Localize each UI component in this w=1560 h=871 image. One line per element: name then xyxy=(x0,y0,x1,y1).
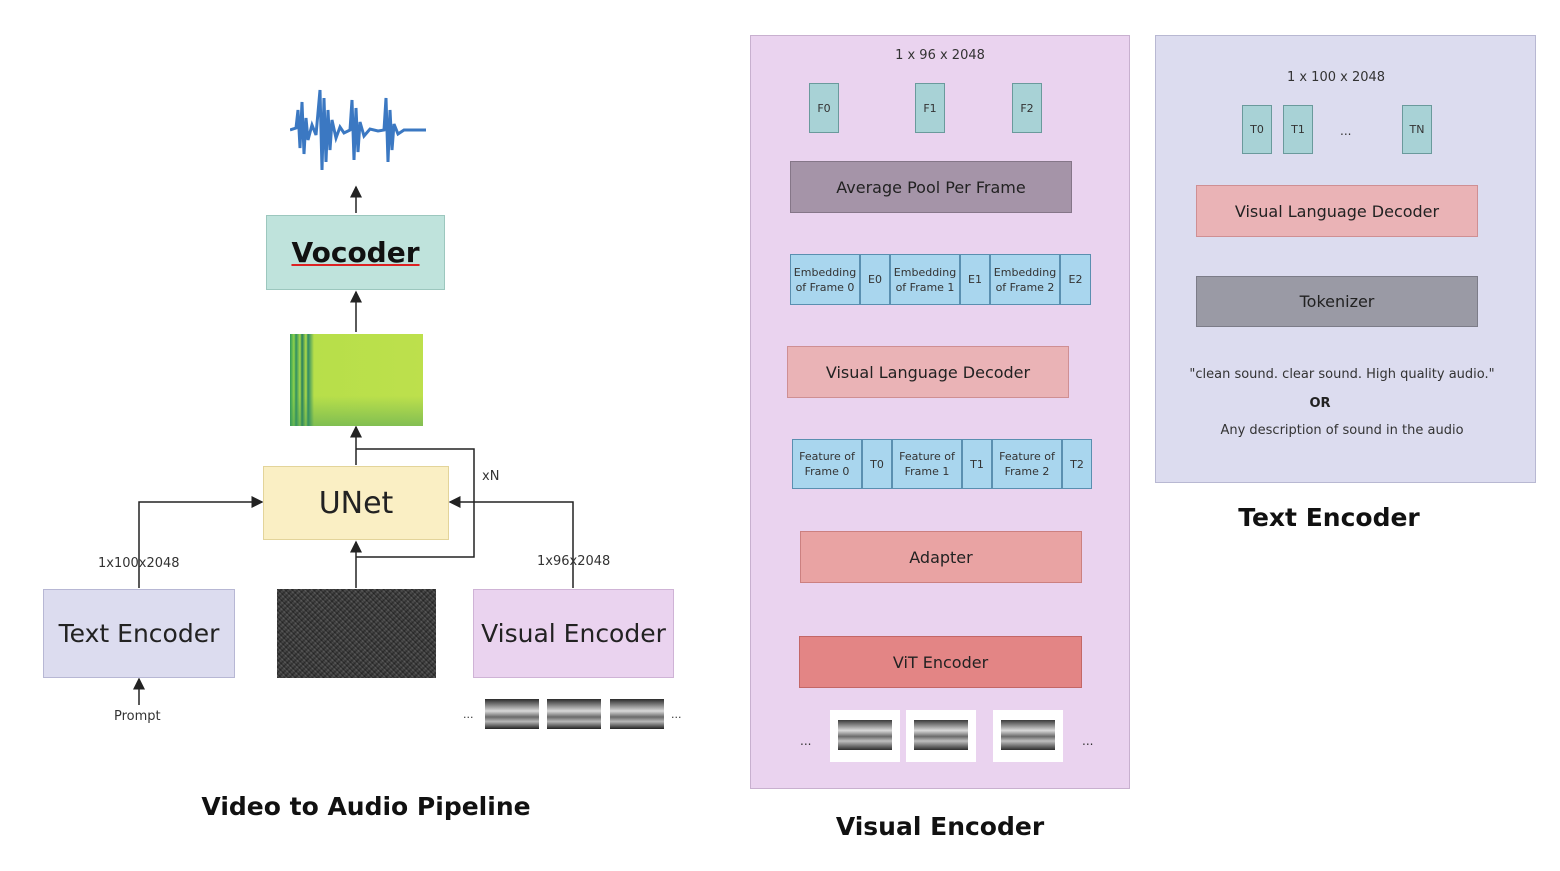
vocoder-box: Vocoder xyxy=(266,215,445,290)
embedding-frame-2: Embedding of Frame 2 xyxy=(990,254,1060,305)
output-token-f2: F2 xyxy=(1012,83,1042,133)
text-visual-language-decoder-box: Visual Language Decoder xyxy=(1196,185,1478,237)
or-label: OR xyxy=(1309,396,1331,411)
embedding-frame-1: Embedding of Frame 1 xyxy=(890,254,960,305)
panel-frames-ellipsis-left: ... xyxy=(800,734,812,748)
noise-image xyxy=(277,589,436,678)
embedding-token-e2: E2 xyxy=(1060,254,1091,305)
frames-ellipsis-left: ... xyxy=(463,708,474,721)
feature-token-t2: T2 xyxy=(1062,439,1092,489)
feature-frame-1: Feature of Frame 1 xyxy=(892,439,962,489)
alt-description: Any description of sound in the audio xyxy=(1220,423,1464,438)
text-encoder-label: Text Encoder xyxy=(58,619,220,648)
video-frame-image xyxy=(610,699,664,729)
text-encoder-caption: Text Encoder xyxy=(1238,503,1420,532)
prompt-label: Prompt xyxy=(114,709,161,724)
adapter-box: Adapter xyxy=(800,531,1082,583)
video-frame-image xyxy=(485,699,539,729)
prompt-quote: "clean sound. clear sound. High quality … xyxy=(1189,367,1495,382)
average-pool-box: Average Pool Per Frame xyxy=(790,161,1072,213)
text-encoder-box: Text Encoder xyxy=(43,589,235,678)
pipeline-caption: Video to Audio Pipeline xyxy=(201,792,531,821)
embedding-frame-0: Embedding of Frame 0 xyxy=(790,254,860,305)
feature-token-t1: T1 xyxy=(962,439,992,489)
embedding-token-e1: E1 xyxy=(960,254,990,305)
text-token-tn: TN xyxy=(1402,105,1432,154)
video-frame-image xyxy=(547,699,601,729)
text-token-t1: T1 xyxy=(1283,105,1313,154)
waveform-icon xyxy=(290,89,426,171)
vocoder-label: Vocoder xyxy=(291,236,420,269)
visual-dim-label: 1x96x2048 xyxy=(537,554,611,569)
vit-encoder-box: ViT Encoder xyxy=(799,636,1082,688)
repeat-label: xN xyxy=(482,469,500,484)
text-output-dim: 1 x 100 x 2048 xyxy=(1286,70,1386,85)
text-dim-label: 1x100x2048 xyxy=(98,556,180,571)
visual-encoder-label: Visual Encoder xyxy=(481,619,666,648)
unet-box: UNet xyxy=(263,466,449,540)
feature-token-t0: T0 xyxy=(862,439,892,489)
visual-encoder-box: Visual Encoder xyxy=(473,589,674,678)
frames-ellipsis-right: ... xyxy=(671,708,682,721)
spectrogram-image xyxy=(290,334,423,426)
text-token-t0: T0 xyxy=(1242,105,1272,154)
input-frame-image xyxy=(906,710,976,762)
feature-frame-2: Feature of Frame 2 xyxy=(992,439,1062,489)
unet-label: UNet xyxy=(318,485,394,521)
output-token-f0: F0 xyxy=(809,83,839,133)
feature-frame-0: Feature of Frame 0 xyxy=(792,439,862,489)
text-encoder-panel xyxy=(1155,35,1536,483)
visual-language-decoder-box: Visual Language Decoder xyxy=(787,346,1069,398)
text-token-ellipsis: ... xyxy=(1340,124,1352,138)
visual-output-dim: 1 x 96 x 2048 xyxy=(895,48,985,63)
input-frame-image xyxy=(830,710,900,762)
embedding-token-e0: E0 xyxy=(860,254,890,305)
panel-frames-ellipsis-right: ... xyxy=(1082,734,1094,748)
input-frame-image xyxy=(993,710,1063,762)
visual-encoder-caption: Visual Encoder xyxy=(835,812,1045,841)
output-token-f1: F1 xyxy=(915,83,945,133)
tokenizer-box: Tokenizer xyxy=(1196,276,1478,327)
